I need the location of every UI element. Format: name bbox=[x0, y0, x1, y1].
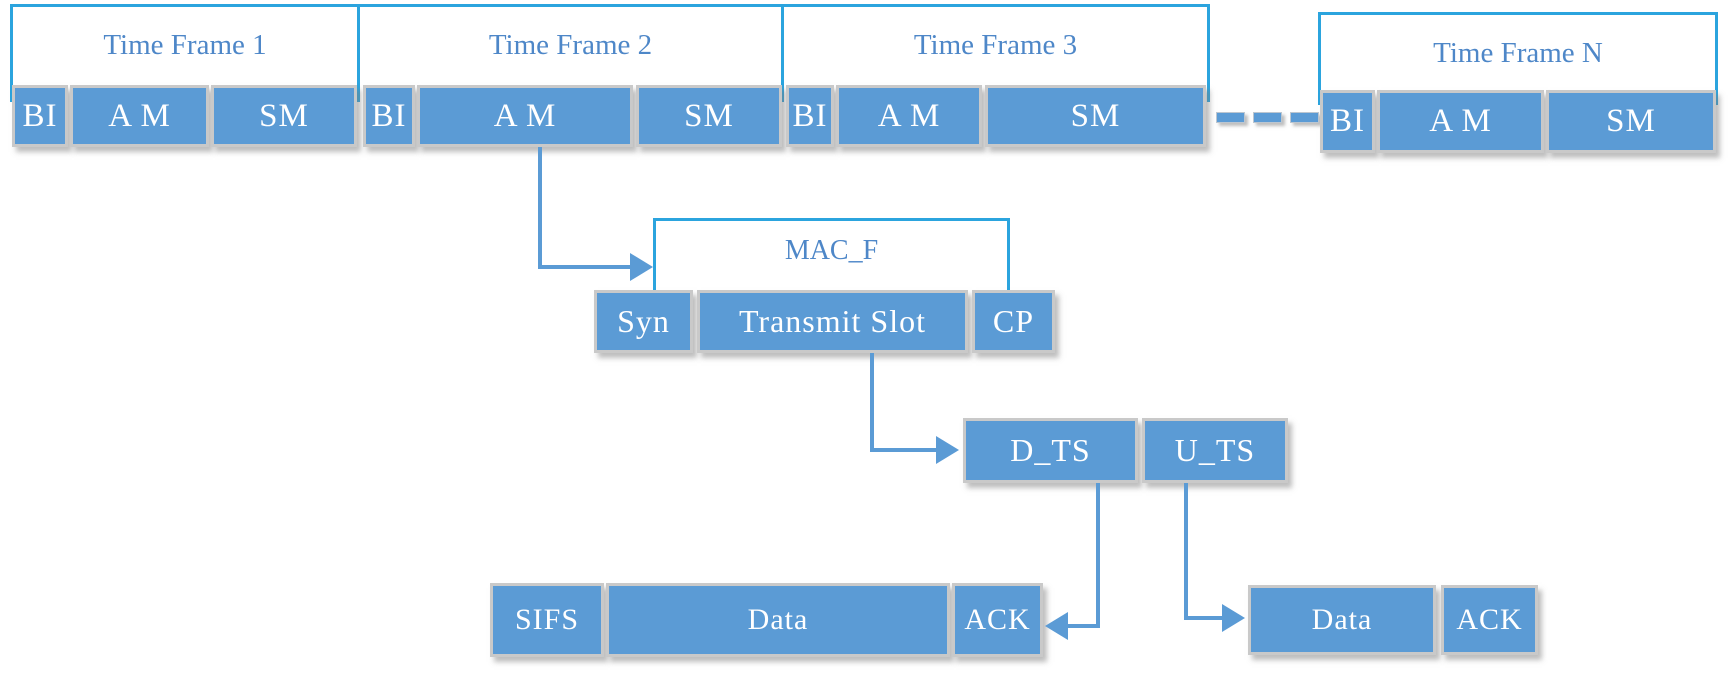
time-frame-3-label: Time Frame 3 bbox=[913, 29, 1078, 61]
mac-frame-label: MAC_F bbox=[784, 235, 879, 266]
arrow-am2-to-macf-arrowhead-icon bbox=[630, 253, 653, 281]
tf2-segment-am: A M bbox=[417, 85, 633, 147]
time-frame-2-label: Time Frame 2 bbox=[488, 29, 653, 61]
segment-d-ts: D_TS bbox=[963, 418, 1138, 483]
segment-ack-downlink: ACK bbox=[952, 583, 1043, 657]
tfn-segment-sm: SM bbox=[1546, 90, 1716, 153]
mac-segment-transmit-slot: Transmit Slot bbox=[697, 290, 968, 353]
mac-segment-cp: CP bbox=[972, 290, 1055, 353]
arrow-uts-to-uplink-arrowhead-icon bbox=[1222, 604, 1245, 632]
tf3-segment-am: A M bbox=[836, 85, 982, 147]
segment-data-downlink: Data bbox=[606, 583, 950, 657]
time-frame-n-label: Time Frame N bbox=[1433, 37, 1603, 69]
tf1-segment-bi: BI bbox=[12, 85, 68, 147]
arrow-ts-to-dts-hline bbox=[870, 448, 936, 452]
segment-u-ts: U_TS bbox=[1142, 418, 1288, 483]
arrow-ts-to-dts-arrowhead-icon bbox=[936, 436, 959, 464]
ellipsis-dash-icon bbox=[1290, 112, 1319, 123]
arrow-am2-to-macf-hline bbox=[538, 265, 632, 269]
arrow-dts-to-downlink-vline bbox=[1096, 483, 1100, 628]
time-frame-n-bracket: Time Frame N bbox=[1318, 12, 1718, 105]
ellipsis-dash-icon bbox=[1216, 112, 1245, 123]
ellipsis-dash-icon bbox=[1253, 112, 1282, 123]
mac-frame-bracket: MAC_F bbox=[653, 218, 1010, 292]
tf1-segment-am: A M bbox=[70, 85, 209, 147]
time-frame-1-label: Time Frame 1 bbox=[103, 29, 267, 61]
tf2-segment-sm: SM bbox=[636, 85, 782, 147]
segment-sifs: SIFS bbox=[490, 583, 604, 657]
arrow-am2-to-macf-vline bbox=[538, 147, 542, 269]
segment-data-uplink: Data bbox=[1248, 585, 1436, 655]
tf1-segment-sm: SM bbox=[211, 85, 357, 147]
tf3-segment-sm: SM bbox=[985, 85, 1206, 147]
mac-segment-syn: Syn bbox=[594, 290, 693, 353]
tf2-segment-bi: BI bbox=[363, 85, 415, 147]
segment-ack-uplink: ACK bbox=[1441, 585, 1538, 655]
arrow-dts-to-downlink-hline bbox=[1068, 624, 1100, 628]
arrow-uts-to-uplink-hline bbox=[1184, 616, 1222, 620]
tfn-segment-am: A M bbox=[1377, 90, 1544, 153]
arrow-uts-to-uplink-vline bbox=[1184, 483, 1188, 620]
arrow-dts-to-downlink-arrowhead-icon bbox=[1045, 612, 1068, 640]
tf3-segment-bi: BI bbox=[786, 85, 834, 147]
arrow-ts-to-dts-vline bbox=[870, 353, 874, 452]
tfn-segment-bi: BI bbox=[1320, 90, 1375, 153]
